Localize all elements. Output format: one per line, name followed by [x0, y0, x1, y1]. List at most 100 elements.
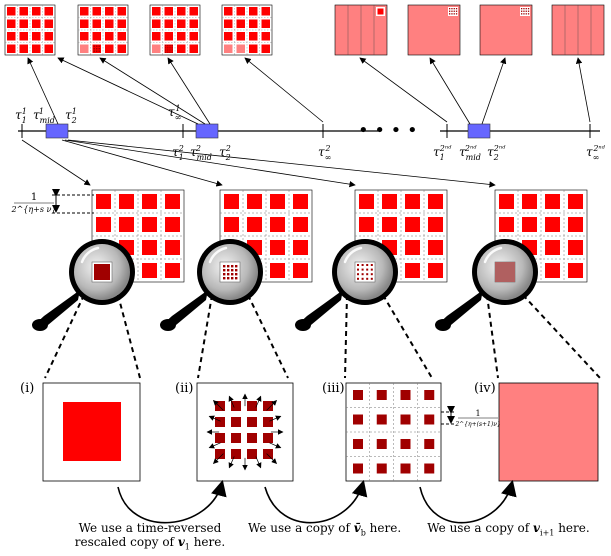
- grid-square: [142, 217, 157, 232]
- mini-dot: [167, 51, 169, 53]
- thumbnail: [479, 4, 533, 56]
- mini-dot: [523, 8, 525, 10]
- mini-dot: [366, 264, 369, 266]
- thumbnail: [334, 4, 388, 56]
- magnifier: [32, 239, 135, 331]
- mini-dot: [227, 269, 230, 272]
- magnifier-handle-end: [295, 319, 311, 331]
- mini-dot: [455, 8, 458, 10]
- mini-dot: [227, 273, 230, 276]
- thumbnail: [4, 4, 56, 56]
- magnifier-handle: [440, 290, 483, 330]
- svg-text:τ∞1: τ∞1: [168, 104, 181, 122]
- mini-dot: [171, 51, 173, 53]
- mini-dot: [165, 49, 167, 51]
- panel-label-i: (i): [20, 381, 35, 396]
- thumbnail: [407, 4, 461, 56]
- zoom-guide-line: [486, 294, 499, 379]
- mini-dot: [96, 48, 98, 50]
- panel-square: [263, 401, 273, 411]
- panel-square: [215, 449, 225, 459]
- thumbnail-square: [117, 44, 126, 53]
- thumbnail-square: [249, 32, 258, 41]
- grid-square: [247, 194, 262, 209]
- grid-square: [142, 240, 157, 255]
- thumbnail-square: [19, 19, 28, 28]
- thumbnail-square: [7, 44, 16, 53]
- thumbnail-square: [152, 32, 161, 41]
- expansion-arrow: [228, 395, 235, 408]
- mini-dot: [223, 269, 226, 272]
- thumbnail-square: [236, 19, 245, 28]
- mini-dot: [169, 49, 171, 51]
- top-thumbnails: [4, 4, 605, 56]
- mini-dot: [366, 268, 369, 271]
- mini-dot: [171, 45, 173, 47]
- expansion-arrow: [228, 456, 235, 469]
- caption-3: We use a copy of vi+1 here.: [427, 521, 590, 538]
- zoom-guide-line: [44, 294, 85, 379]
- thumbnail-square: [19, 7, 28, 16]
- mini-dot: [361, 264, 364, 266]
- svg-text:τmid1: τmid1: [33, 107, 55, 125]
- thumbnail-square: [80, 7, 89, 16]
- thumbnail-square: [117, 7, 126, 16]
- thumbnail-square: [105, 32, 114, 41]
- panel-square: [247, 417, 257, 427]
- grid-square: [545, 240, 560, 255]
- caption-2: We use a copy of v̄b here.: [248, 521, 402, 538]
- panel-square: [215, 433, 225, 443]
- thumbnail-square: [32, 7, 41, 16]
- mini-dot: [370, 277, 373, 280]
- mini-dot: [523, 13, 525, 15]
- thumbnail-square: [105, 44, 114, 53]
- mini-dot: [449, 10, 451, 12]
- panel-square: [400, 414, 411, 425]
- thumbnail-square: [261, 32, 270, 41]
- grid-square: [119, 217, 134, 232]
- thumbnail-square: [117, 32, 126, 41]
- mini-dot: [98, 45, 100, 47]
- svg-text:τ∞2: τ∞2: [318, 144, 331, 162]
- zoom-guide-line: [197, 294, 213, 379]
- thumbnail-square: [80, 19, 89, 28]
- svg-text:2^{η+s ν}: 2^{η+s ν}: [11, 205, 57, 214]
- thumbnail-square: [80, 44, 89, 53]
- grid-square: [568, 263, 583, 278]
- mini-dot: [171, 47, 173, 49]
- mini-dot: [521, 8, 523, 10]
- magnified-square: [94, 264, 110, 280]
- mini-dot: [223, 265, 226, 268]
- mini-dot: [223, 273, 226, 276]
- panel-square: [353, 463, 363, 474]
- thumbnail-square: [19, 32, 28, 41]
- grid-square: [382, 217, 397, 232]
- grid-square: [428, 263, 443, 278]
- mini-dot: [357, 277, 359, 280]
- panel-square: [400, 463, 411, 474]
- panel-square: [247, 449, 257, 459]
- expansion-arrow: [255, 456, 262, 469]
- panel-square: [215, 417, 225, 427]
- panel-square: [353, 414, 363, 425]
- mini-dot: [235, 277, 238, 280]
- mini-dot: [169, 47, 171, 49]
- thumbnail-square: [7, 7, 16, 16]
- thumbnail-square: [261, 7, 270, 16]
- thumbnail-square: [32, 32, 41, 41]
- panel-iv: [498, 382, 599, 482]
- magnifier-handle: [165, 290, 208, 330]
- lens-highlight: [483, 246, 503, 264]
- mini-dot: [235, 269, 238, 272]
- thumbnail-square: [32, 44, 41, 53]
- timeline-to-thumb-arrows: [27, 57, 591, 125]
- panel-big-square: [63, 402, 121, 461]
- magnifier: [160, 239, 263, 331]
- thumbnail-square: [224, 7, 233, 16]
- thumbnail-square: [80, 32, 89, 41]
- mini-dot: [361, 277, 364, 280]
- mini-dot: [455, 13, 458, 15]
- svg-text:τ12ⁿᵈ: τ12ⁿᵈ: [433, 144, 452, 162]
- mini-dot: [370, 264, 373, 266]
- mini-dot: [527, 13, 530, 15]
